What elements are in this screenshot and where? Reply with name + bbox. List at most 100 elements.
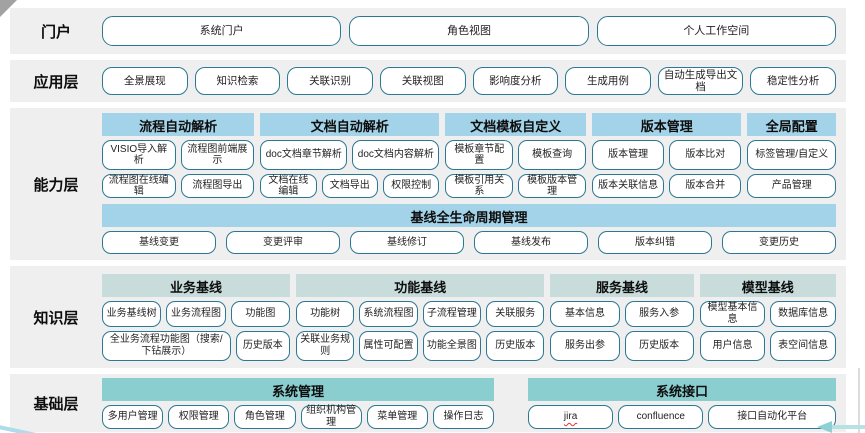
foundation-box: jira [528, 404, 614, 429]
business-baseline-row1: 业务基线树业务流程图功能图 [102, 300, 291, 327]
knowledge-box: 数据库信息 [770, 300, 836, 327]
group-process-auto-parse-title: 流程自动解析 [102, 113, 255, 136]
portal-box: 个人工作空间 [596, 16, 836, 46]
capability-box: 版本管理 [592, 140, 665, 170]
group-service-baseline-title: 服务基线 [550, 273, 694, 297]
doc-parse-row2: 文档在线编辑文档导出权限控制 [260, 174, 440, 198]
system-management-buttons: 多用户管理权限管理角色管理组织机构管理菜单管理操作日志 [102, 404, 495, 429]
application-box: 稳定性分析 [750, 67, 836, 95]
foundation-box: confluence [618, 404, 704, 429]
template-row2: 模板引用关系模板版本管理 [445, 174, 587, 198]
business-baseline-row2: 全业务流程功能图（搜索/下钻展示）历史版本 [102, 330, 291, 361]
capability-box: 模板版本管理 [518, 174, 587, 198]
portal-layer-row: 门户 系统门户角色视图个人工作空间 [10, 8, 846, 54]
model-baseline-row1: 模型基本信息数据库信息 [699, 300, 836, 327]
capability-box: 模板查询 [518, 140, 587, 170]
process-parse-row2: 流程图在线编辑流程图导出 [102, 174, 255, 198]
capability-box: doc文档章节解析 [260, 140, 348, 170]
foundation-box: 操作日志 [432, 404, 495, 429]
capability-box: 权限控制 [383, 174, 440, 198]
knowledge-box: 子流程管理 [422, 300, 482, 327]
knowledge-box: 用户信息 [699, 330, 766, 361]
portal-layer-label: 门户 [40, 23, 71, 41]
baseline-box: 基线变更 [102, 231, 216, 254]
baseline-box: 变更历史 [722, 231, 836, 254]
group-business-baseline: 业务基线 业务基线树业务流程图功能图 全业务流程功能图（搜索/下钻展示）历史版本 [102, 273, 291, 361]
group-system-interface-title: 系统接口 [528, 377, 836, 401]
foundation-groups: 系统管理 多用户管理权限管理角色管理组织机构管理菜单管理操作日志 系统接口 ji… [102, 377, 837, 429]
portal-box: 系统门户 [102, 16, 342, 46]
capability-content: 流程自动解析 VISIO导入解析流程图前端展示 流程图在线编辑流程图导出 文档自… [102, 113, 837, 255]
group-model-baseline: 模型基线 模型基本信息数据库信息 用户信息表空间信息 [699, 273, 836, 361]
capability-box: 模板引用关系 [445, 174, 514, 198]
capability-box: 流程图导出 [180, 174, 255, 198]
capability-box: 流程图前端展示 [180, 140, 255, 170]
baseline-box: 版本纠错 [598, 231, 712, 254]
service-baseline-row2: 服务出参历史版本 [550, 330, 694, 361]
knowledge-box: 属性可配置 [359, 330, 418, 361]
version-row1: 版本管理版本比对 [592, 140, 742, 170]
group-doc-template-custom-title: 文档模板自定义 [445, 113, 587, 136]
capability-box: 标签管理/自定义 [747, 140, 837, 170]
knowledge-box: 模型基本信息 [699, 300, 766, 327]
knowledge-box: 历史版本 [235, 330, 291, 361]
knowledge-box: 服务出参 [550, 330, 620, 361]
layer-rows: 门户 系统门户角色视图个人工作空间 应用层 全景展现知识检索关联识别关联视图影响… [10, 8, 846, 432]
capability-box: 文档在线编辑 [260, 174, 317, 198]
knowledge-box: 表空间信息 [770, 330, 836, 361]
capability-box: doc文档内容解析 [352, 140, 440, 170]
foundation-box: 接口自动化平台 [708, 404, 837, 429]
application-box: 影响度分析 [472, 67, 559, 95]
knowledge-box: 历史版本 [486, 330, 545, 361]
foundation-layer-label: 基础层 [33, 395, 79, 413]
knowledge-box: 关联服务 [486, 300, 545, 327]
group-service-baseline: 服务基线 基本信息服务入参 服务出参历史版本 [550, 273, 694, 361]
knowledge-box: 全业务流程功能图（搜索/下钻展示） [102, 330, 231, 361]
knowledge-box: 历史版本 [624, 330, 694, 361]
application-layer-label: 应用层 [33, 73, 79, 91]
global-config-row1: 标签管理/自定义 [747, 140, 837, 170]
group-doc-auto-parse-title: 文档自动解析 [260, 113, 440, 136]
group-version-management-title: 版本管理 [592, 113, 742, 136]
knowledge-layer-row: 知识层 业务基线 业务基线树业务流程图功能图 全业务流程功能图（搜索/下钻展示）… [10, 266, 846, 368]
knowledge-box: 基本信息 [550, 300, 620, 327]
capability-groups: 流程自动解析 VISIO导入解析流程图前端展示 流程图在线编辑流程图导出 文档自… [102, 113, 837, 198]
process-parse-row1: VISIO导入解析流程图前端展示 [102, 140, 255, 170]
application-box: 生成用例 [565, 67, 651, 95]
baseline-box: 基线发布 [474, 231, 588, 254]
portal-box: 角色视图 [349, 16, 589, 46]
baseline-box: 变更评审 [226, 231, 340, 254]
knowledge-layer-label: 知识层 [33, 309, 79, 327]
capability-box: 流程图在线编辑 [102, 174, 176, 198]
knowledge-box: 系统流程图 [359, 300, 418, 327]
baseline-lifecycle-title: 基线全生命周期管理 [102, 204, 836, 227]
capability-box: 产品管理 [747, 174, 837, 198]
group-system-management: 系统管理 多用户管理权限管理角色管理组织机构管理菜单管理操作日志 [102, 377, 495, 429]
knowledge-box: 功能图 [230, 300, 291, 327]
group-function-baseline: 功能基线 功能树系统流程图子流程管理关联服务 关联业务规则属性可配置功能全景图历… [296, 273, 545, 361]
group-business-baseline-title: 业务基线 [102, 273, 291, 297]
template-row1: 模板章节配置模板查询 [445, 140, 587, 170]
group-global-config: 全局配置 标签管理/自定义 产品管理 [747, 113, 837, 198]
bottom-right-accent-line [829, 425, 865, 429]
global-config-row2: 产品管理 [747, 174, 837, 198]
knowledge-box: 业务基线树 [102, 300, 162, 327]
foundation-box: 角色管理 [234, 404, 296, 429]
knowledge-box: 业务流程图 [166, 300, 226, 327]
knowledge-box: 服务入参 [624, 300, 694, 327]
application-buttons: 全景展现知识检索关联识别关联视图影响度分析生成用例自动生成导出文档稳定性分析 [102, 67, 836, 95]
foundation-layer-row: 基础层 系统管理 多用户管理权限管理角色管理组织机构管理菜单管理操作日志 系统接… [10, 374, 846, 432]
group-model-baseline-title: 模型基线 [699, 273, 836, 297]
baseline-box: 基线修订 [350, 231, 464, 254]
capability-box: 文档导出 [321, 174, 378, 198]
portal-buttons: 系统门户角色视图个人工作空间 [102, 16, 836, 46]
group-global-config-title: 全局配置 [747, 113, 837, 136]
group-function-baseline-title: 功能基线 [296, 273, 545, 297]
foundation-box: 组织机构管理 [300, 404, 362, 429]
application-layer-row: 应用层 全景展现知识检索关联识别关联视图影响度分析生成用例自动生成导出文档稳定性… [10, 60, 846, 102]
capability-box: 模板章节配置 [445, 140, 514, 170]
knowledge-box: 功能树 [296, 300, 355, 327]
